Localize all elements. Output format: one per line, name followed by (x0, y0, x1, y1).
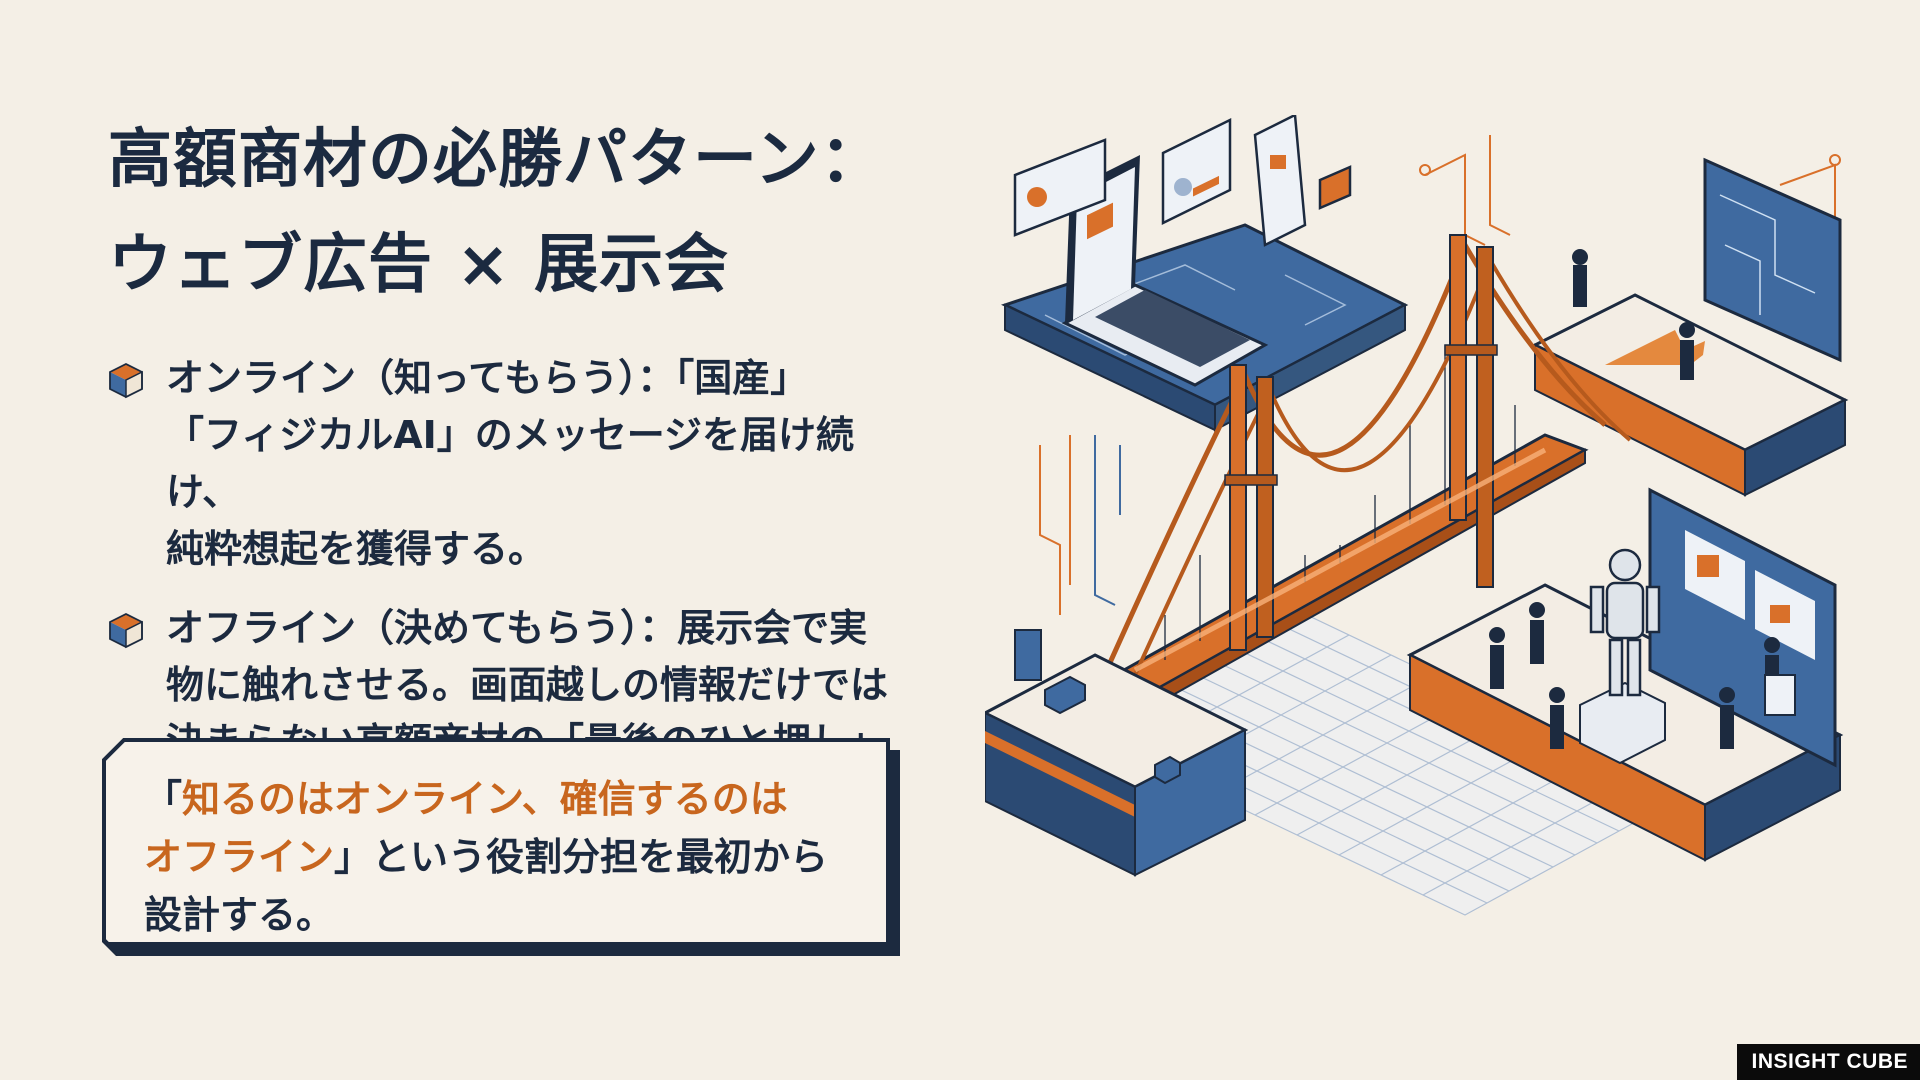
callout-rest-2: 設計する。 (144, 893, 335, 937)
callout-open-quote: 「 (144, 777, 183, 821)
title-line-1: 高額商材の必勝パターン： (108, 123, 885, 197)
title-line-2: ウェブ広告 × 展示会 (108, 228, 730, 302)
brand-badge: INSIGHT CUBE (1737, 1044, 1920, 1080)
callout-highlight-1: 知るのはオンライン、確信するのは (182, 777, 788, 821)
callout-highlight-2: オフライン (144, 835, 335, 879)
callout-rest-1: 」という役割分担を最初から (334, 835, 829, 879)
callout-frame (102, 738, 900, 956)
exhibition-platform-icon (1406, 487, 1844, 862)
bullet-text: オンライン（知ってもらう）：「国産」 「フィジカルAI」のメッセージを届け続け、… (166, 356, 855, 571)
slide-title: 高額商材の必勝パターン： ウェブ広告 × 展示会 (108, 108, 988, 318)
people-icon (1489, 602, 1780, 749)
bridge-illustration (985, 115, 1849, 916)
cube-icon (109, 362, 143, 399)
bullet-online: オンライン（知ってもらう）：「国産」 「フィジカルAI」のメッセージを届け続け、… (100, 350, 920, 578)
entry-platform-icon (985, 629, 1249, 877)
callout-text: 「知るのはオンライン、確信するのは オフライン」という役割分担を最初から 設計す… (144, 770, 884, 944)
callout-box: 「知るのはオンライン、確信するのは オフライン」という役割分担を最初から 設計す… (102, 738, 900, 966)
ui-card-icon (1013, 115, 1352, 247)
cube-icon (109, 612, 143, 649)
bullet-list: オンライン（知ってもらう）：「国産」 「フィジカルAI」のメッセージを届け続け、… (100, 350, 920, 793)
suspension-bridge-icon (1097, 234, 1632, 707)
circuit-wire-icon (1039, 135, 1841, 615)
strategy-platform-icon (1531, 157, 1849, 497)
robot-icon (1589, 548, 1661, 697)
